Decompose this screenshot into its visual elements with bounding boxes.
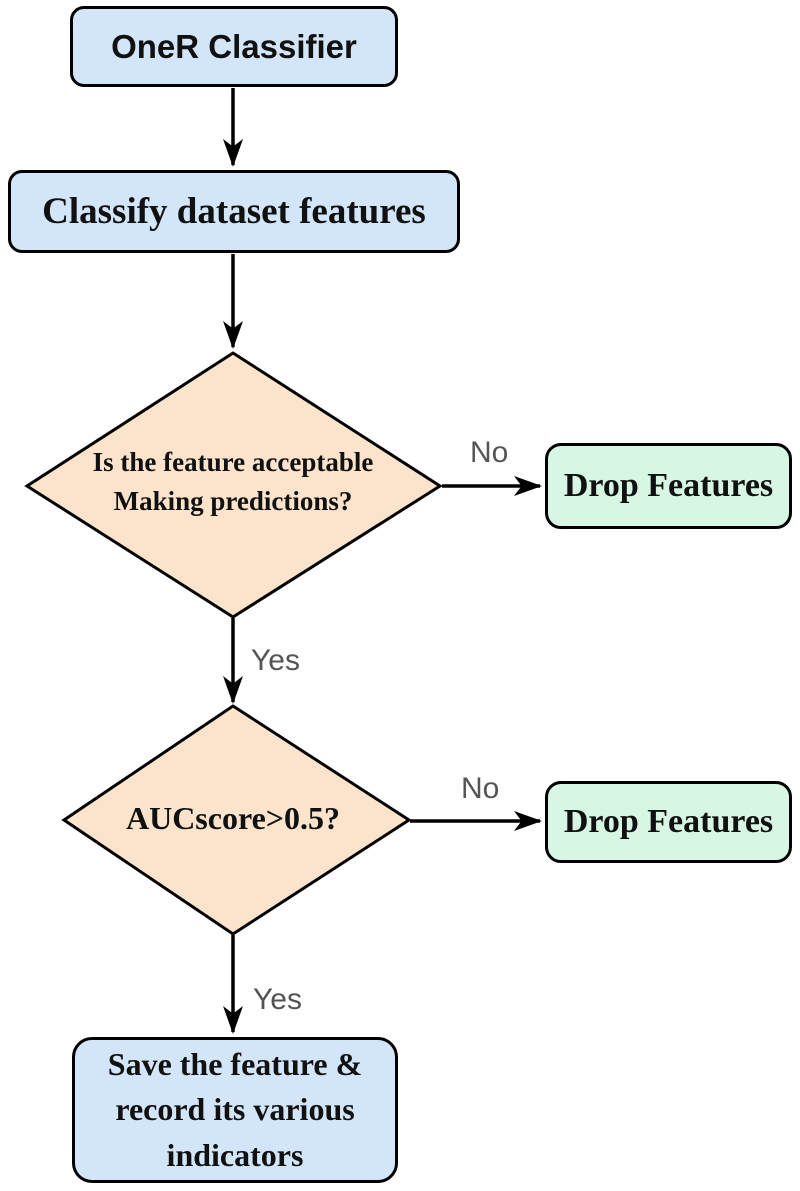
node-label: Classify dataset features [42, 191, 426, 232]
edge-label-yes-1: Yes [251, 644, 300, 677]
decision1-line1: Is the feature acceptable [92, 447, 374, 477]
node-drop-features-2: Drop Features [545, 781, 792, 863]
node-drop-features-1: Drop Features [545, 443, 792, 529]
node-label: OneR Classifier [111, 27, 357, 65]
edge-label-yes-2: Yes [253, 983, 302, 1016]
node-label: Save the feature & record its various in… [107, 1045, 363, 1173]
edge-label-no-1: No [470, 436, 509, 469]
node-oner-classifier: OneR Classifier [70, 6, 398, 87]
edge-label-no-2: No [461, 772, 500, 805]
node-classify-features: Classify dataset features [8, 170, 460, 253]
node-label: Drop Features [563, 467, 774, 504]
decision2-diamond [61, 704, 412, 936]
decision2-label: AUCscore>0.5? [125, 800, 341, 836]
decision1-diamond [24, 351, 443, 619]
node-save-feature: Save the feature & record its various in… [72, 1037, 398, 1183]
node-label: Drop Features [563, 803, 774, 840]
decision1-label: Is the feature acceptable Making predict… [53, 443, 413, 521]
decision1-line2: Making predictions? [113, 486, 353, 517]
